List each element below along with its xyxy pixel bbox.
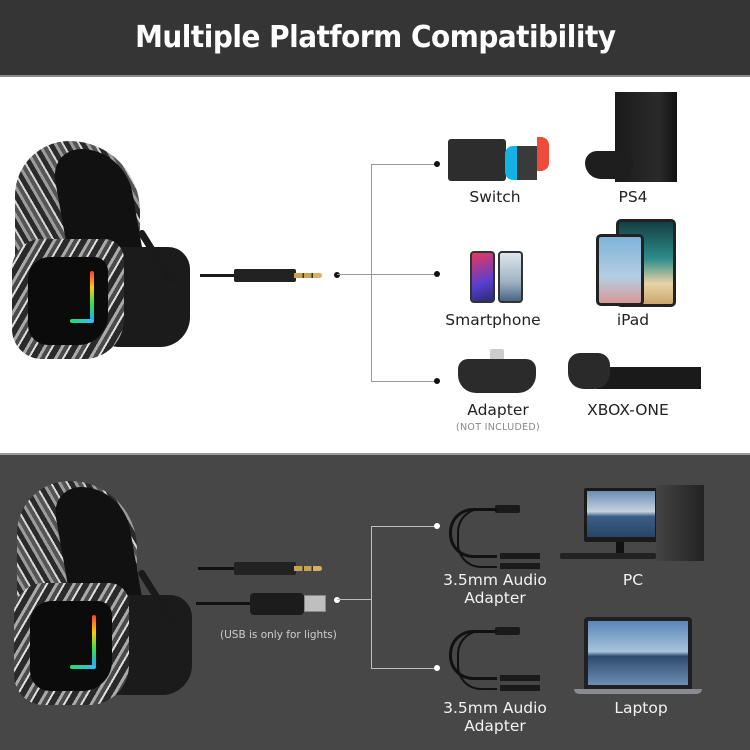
adapter-not-included-note: (NOT INCLUDED) xyxy=(456,422,540,433)
console-compatibility-section: Switch PS4 Smartphone iPad Adapter (NOT … xyxy=(0,79,750,453)
device-label-ipad: iPad xyxy=(616,311,650,329)
device-label-pc: PC xyxy=(622,571,644,589)
device-label-laptop: Laptop xyxy=(614,699,668,717)
xbox-stereo-adapter-icon xyxy=(458,349,536,394)
rgb-led-icon xyxy=(92,615,96,667)
audio-jack-plug-icon xyxy=(234,562,296,575)
device-label-adapter: Adapter xyxy=(467,401,529,419)
ipad-icon xyxy=(594,219,679,309)
audio-splitter-adapter-icon xyxy=(445,625,550,691)
headset-image xyxy=(0,79,210,379)
ps4-console-icon xyxy=(585,89,685,184)
smartphone-icon xyxy=(470,249,530,304)
rgb-led-icon xyxy=(90,271,94,321)
audio-splitter-adapter-icon xyxy=(445,503,550,569)
laptop-icon xyxy=(572,617,702,697)
audio-cable xyxy=(198,567,236,570)
headset-image xyxy=(0,455,210,745)
usb-plug-icon xyxy=(250,593,304,615)
audio-jack-plug-icon xyxy=(234,269,296,282)
nintendo-switch-icon xyxy=(448,134,553,184)
device-label-ps4: PS4 xyxy=(618,188,648,206)
page-title: Multiple Platform Compatibility xyxy=(134,20,616,55)
device-label-xbox-one: XBOX-ONE xyxy=(587,401,669,419)
connector-dot xyxy=(334,597,340,603)
device-label-smartphone: Smartphone xyxy=(445,311,541,329)
connector-dot xyxy=(334,272,340,278)
xbox-one-console-icon xyxy=(568,349,703,394)
desktop-pc-icon xyxy=(558,485,708,563)
pc-compatibility-section: (USB is only for lights) 3.5mm Audio Ada… xyxy=(0,453,750,750)
device-label-audio-adapter-1: 3.5mm Audio Adapter xyxy=(443,571,547,607)
title-banner: Multiple Platform Compatibility xyxy=(0,0,750,77)
usb-lights-note: (USB is only for lights) xyxy=(220,629,337,641)
device-label-switch: Switch xyxy=(469,188,521,206)
device-label-audio-adapter-2: 3.5mm Audio Adapter xyxy=(443,699,547,735)
usb-cable xyxy=(196,602,252,605)
audio-cable xyxy=(200,274,236,277)
